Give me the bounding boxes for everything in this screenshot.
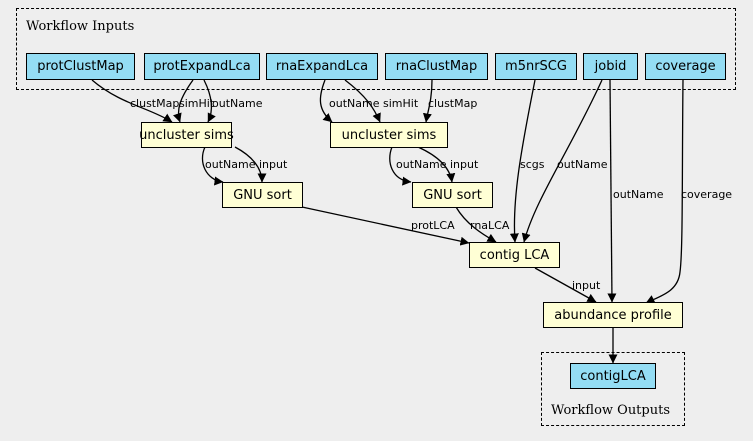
input-protExpandLca[interactable]: protExpandLca [144,53,260,80]
step-uncluster-sims-prot[interactable]: uncluster sims [139,122,234,148]
edge-uncProt-sort-input [234,146,267,183]
edge-label: scgs [520,158,545,171]
input-rnaExpandLca[interactable]: rnaExpandLca [266,53,378,80]
edge-jobid-abundance [607,79,617,303]
step-contig-lca[interactable]: contig LCA [469,242,560,268]
edge-sortProt-lca [301,206,470,246]
edge-label: input [572,279,601,292]
edge-label: outName [212,97,263,110]
edge-label: input [450,158,479,171]
edge-label: simHit [383,97,419,110]
workflow-inputs-cluster [16,8,736,90]
edge-protExpandLca-uncluster-simHit [173,79,194,123]
edge-rnaClustMap-uncluster [422,79,433,123]
edge-label: outName [613,188,664,201]
input-jobid[interactable]: jobid [583,53,638,80]
workflow-outputs-cluster [541,352,685,426]
edge-m5nr-lca [509,79,536,243]
edge-label: outName [329,97,380,110]
step-gnu-sort-prot[interactable]: GNU sort [222,182,303,208]
edge-protClustMap-uncluster [91,79,173,123]
edge-rnaExpandLca-uncluster-simHit [344,79,381,123]
edge-label: outName [396,158,447,171]
workflow-inputs-label: Workflow Inputs [26,19,135,34]
edge-lca-abundance [534,267,597,303]
edge-sortRna-lca [455,206,497,243]
edge-protExpandLca-uncluster-outName [203,79,216,123]
edge-uncProt-sort-outName [201,146,224,186]
input-coverage[interactable]: coverage [645,53,726,80]
edge-coverage-abundance [645,79,684,304]
edge-jobid-lca [521,79,603,243]
step-uncluster-sims-rna[interactable]: uncluster sims [330,122,448,148]
input-m5nrSCG[interactable]: m5nrSCG [495,53,577,80]
edge-label: outName [557,158,608,171]
step-gnu-sort-rna[interactable]: GNU sort [412,182,493,208]
edge-uncRna-sort-outName [389,146,412,186]
edge-label: input [259,158,288,171]
edge-label: coverage [681,188,732,201]
edge-label: protLCA [411,219,455,232]
edge-label: clustMap [130,97,179,110]
edge-label: simHit [179,97,215,110]
edge-label: outName [205,158,256,171]
input-protClustMap[interactable]: protClustMap [26,53,135,80]
edge-rnaExpandLca-uncluster-outName [319,79,333,123]
workflow-outputs-label: Workflow Outputs [551,403,670,418]
input-rnaClustMap[interactable]: rnaClustMap [385,53,488,80]
edge-uncRna-sort-input [417,146,456,183]
edge-label: clustMap [428,97,477,110]
edge-label: rnaLCA [470,219,510,232]
output-contigLCA[interactable]: contigLCA [570,363,656,389]
step-abundance-profile[interactable]: abundance profile [543,302,683,328]
